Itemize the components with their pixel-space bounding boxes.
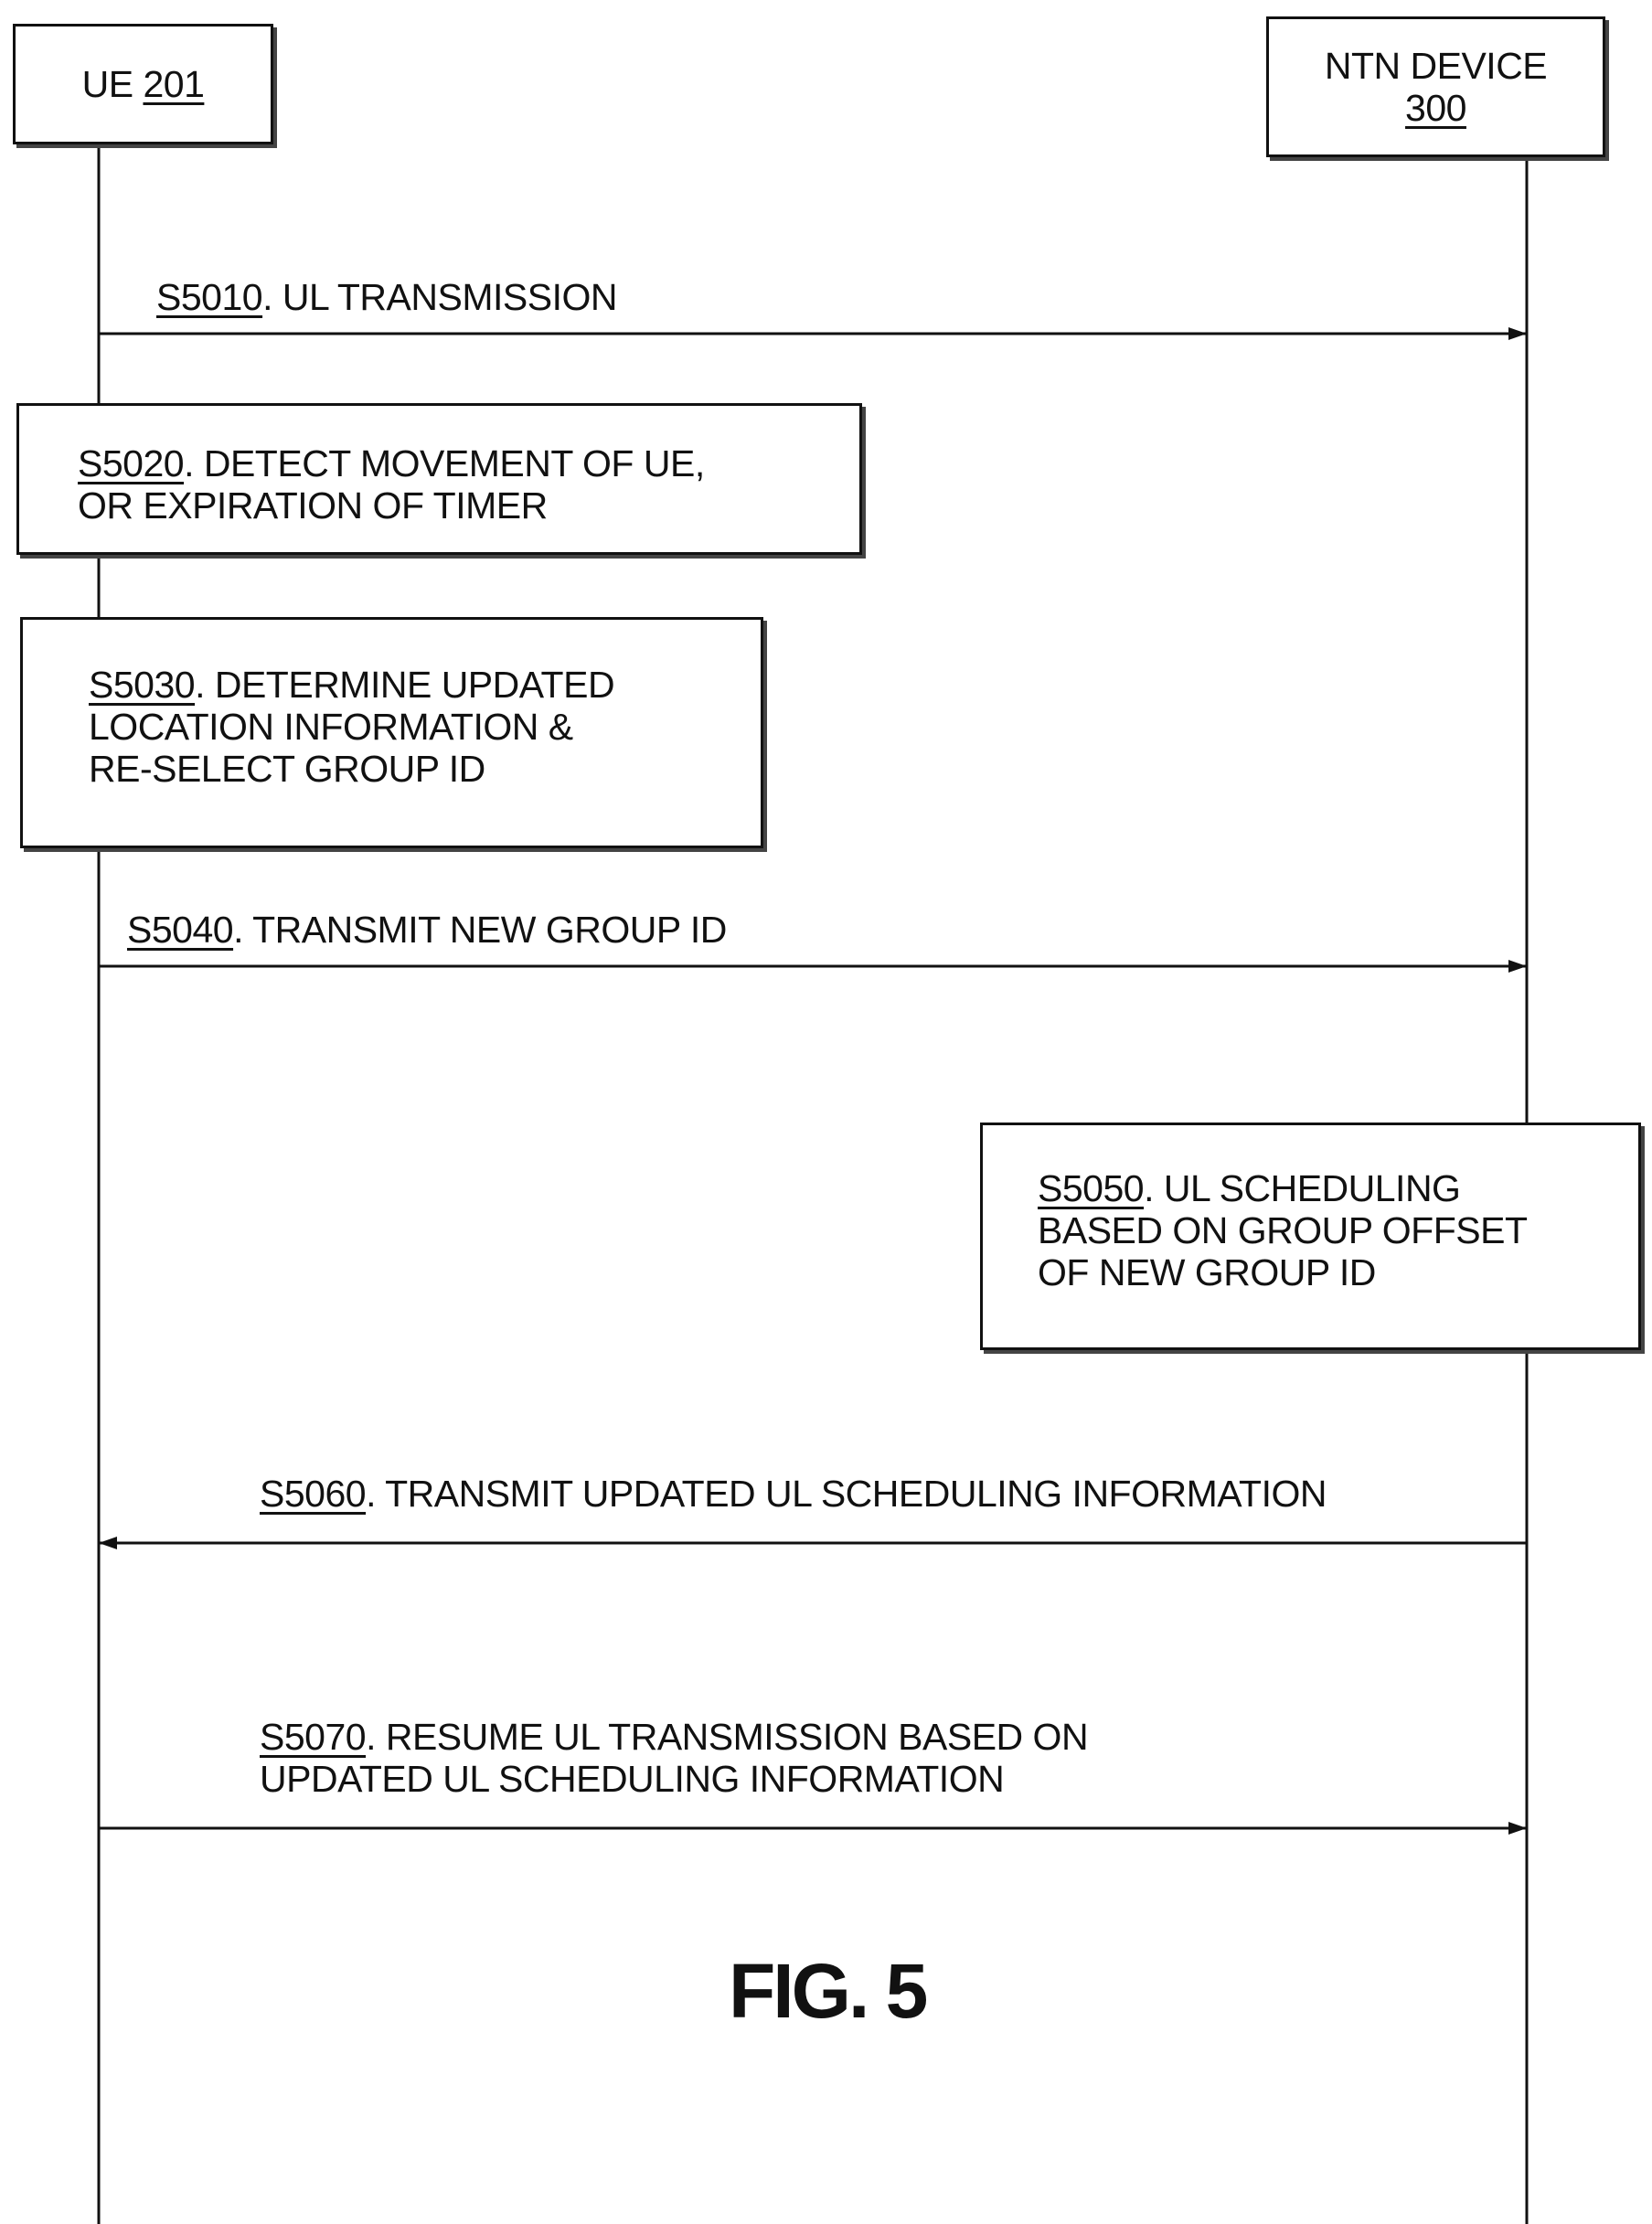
participant-ue-label: UE 201 xyxy=(82,63,205,105)
message-s5070-line1: S5070. RESUME UL TRANSMISSION BASED ON xyxy=(260,1716,1088,1758)
process-s5050-line2: BASED ON GROUP OFFSET xyxy=(1038,1209,1638,1251)
message-s5040-label: S5040. TRANSMIT NEW GROUP ID xyxy=(127,909,727,951)
participant-ue-ref: 201 xyxy=(143,63,204,105)
message-s5060-label: S5060. TRANSMIT UPDATED UL SCHEDULING IN… xyxy=(260,1473,1327,1515)
process-s5020: S5020. DETECT MOVEMENT OF UE, OR EXPIRAT… xyxy=(16,403,862,555)
process-s5020-line1: S5020. DETECT MOVEMENT OF UE, xyxy=(78,442,859,484)
process-s5020-line2: OR EXPIRATION OF TIMER xyxy=(78,484,859,527)
process-s5050-line3: OF NEW GROUP ID xyxy=(1038,1251,1638,1293)
figure-label: FIG. 5 xyxy=(729,1947,925,2036)
step-ref-s5020: S5020 xyxy=(78,442,184,484)
step-ref-s5040: S5040 xyxy=(127,909,233,951)
process-s5030-line2: LOCATION INFORMATION & xyxy=(89,706,761,748)
process-s5030: S5030. DETERMINE UPDATED LOCATION INFORM… xyxy=(20,617,763,848)
process-s5050: S5050. UL SCHEDULING BASED ON GROUP OFFS… xyxy=(980,1123,1641,1350)
message-s5010-label: S5010. UL TRANSMISSION xyxy=(156,276,617,318)
participant-ue-name: UE xyxy=(82,63,133,105)
participant-ue: UE 201 xyxy=(13,24,273,144)
step-ref-s5050: S5050 xyxy=(1038,1167,1144,1209)
message-s5040-text: . TRANSMIT NEW GROUP ID xyxy=(233,909,727,951)
step-ref-s5070: S5070 xyxy=(260,1716,366,1758)
process-s5030-line1: S5030. DETERMINE UPDATED xyxy=(89,664,761,706)
process-s5030-line3: RE-SELECT GROUP ID xyxy=(89,748,761,790)
message-s5010-text: . UL TRANSMISSION xyxy=(262,276,617,318)
participant-ntn-ref-line: 300 xyxy=(1405,87,1466,129)
participant-ntn-ref: 300 xyxy=(1405,87,1466,129)
step-ref-s5010: S5010 xyxy=(156,276,262,318)
message-s5070-label: S5070. RESUME UL TRANSMISSION BASED ON U… xyxy=(260,1716,1088,1800)
message-s5060-text: . TRANSMIT UPDATED UL SCHEDULING INFORMA… xyxy=(366,1473,1327,1515)
step-ref-s5060: S5060 xyxy=(260,1473,366,1515)
process-s5050-line1: S5050. UL SCHEDULING xyxy=(1038,1167,1638,1209)
participant-ntn-name: NTN DEVICE xyxy=(1325,45,1547,87)
step-ref-s5030: S5030 xyxy=(89,664,195,706)
message-s5070-line2: UPDATED UL SCHEDULING INFORMATION xyxy=(260,1758,1088,1800)
participant-ntn-device: NTN DEVICE 300 xyxy=(1266,16,1605,157)
